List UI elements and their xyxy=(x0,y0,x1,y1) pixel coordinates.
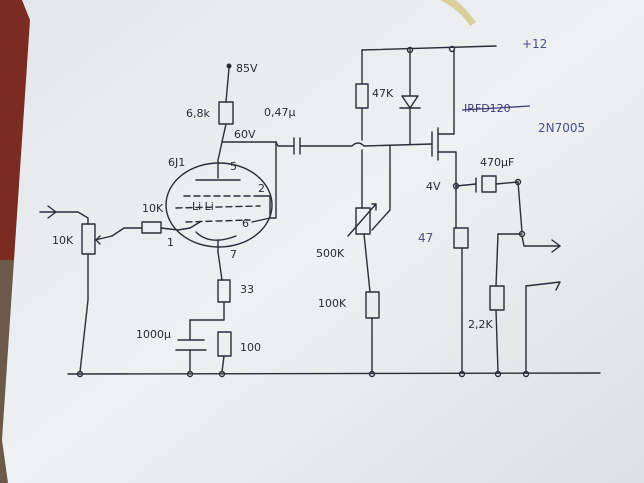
trim-resistor-label: 500K xyxy=(316,247,345,260)
svg-text:Li Li: Li Li xyxy=(192,200,214,213)
plate-supply xyxy=(217,63,295,219)
gate-bottom-resistor-label: 100K xyxy=(318,297,347,310)
supply-hv-label: 85V xyxy=(236,62,258,75)
pin-7-label: 7 xyxy=(230,248,237,261)
bypass-capacitor-label: 1000µ xyxy=(136,328,171,341)
cathode-resistor-2-label: 100 xyxy=(240,341,261,354)
cathode-resistor-1-label: 33 xyxy=(240,283,254,296)
source-voltage-label: 4V xyxy=(426,180,441,193)
cathode-network xyxy=(175,251,232,373)
source-network xyxy=(452,175,522,373)
output-capacitor-label: 470µF xyxy=(480,156,514,169)
gate-top-resistor-label: 47K xyxy=(372,87,394,100)
pin-6-label: 6 xyxy=(242,217,249,230)
source-resistor-label: 47 xyxy=(418,231,433,245)
pin-2-label: 2 xyxy=(258,182,265,195)
output-stage xyxy=(489,181,561,373)
pin-5-label: 5 xyxy=(230,160,237,173)
input-potentiometer xyxy=(39,205,113,373)
plate-voltage-label: 60V xyxy=(234,128,256,141)
coupling-capacitor-label: 0,47µ xyxy=(264,106,296,119)
supply-lv-label: +12 xyxy=(522,37,547,51)
mosfet-struck-label: IRFD120 xyxy=(464,102,511,115)
paper-corner-object xyxy=(440,0,476,26)
grid-resistor xyxy=(111,221,191,237)
tube-6j1: Li Li xyxy=(165,159,273,253)
pot-input-label: 10K xyxy=(52,234,74,247)
pin-1-label: 1 xyxy=(167,236,174,249)
gate-divider xyxy=(347,49,433,373)
mosfet xyxy=(431,49,457,187)
plate-resistor-label: 6,8k xyxy=(186,107,210,120)
mosfet-label: 2N7005 xyxy=(538,121,585,135)
coupling-capacitor xyxy=(293,137,353,155)
grid-resistor-label: 10K xyxy=(142,202,164,215)
mosfet-strikethrough xyxy=(461,105,531,111)
ground-bus xyxy=(67,372,601,375)
load-resistor-label: 2,2K xyxy=(468,318,493,331)
tube-label: 6J1 xyxy=(168,156,185,169)
